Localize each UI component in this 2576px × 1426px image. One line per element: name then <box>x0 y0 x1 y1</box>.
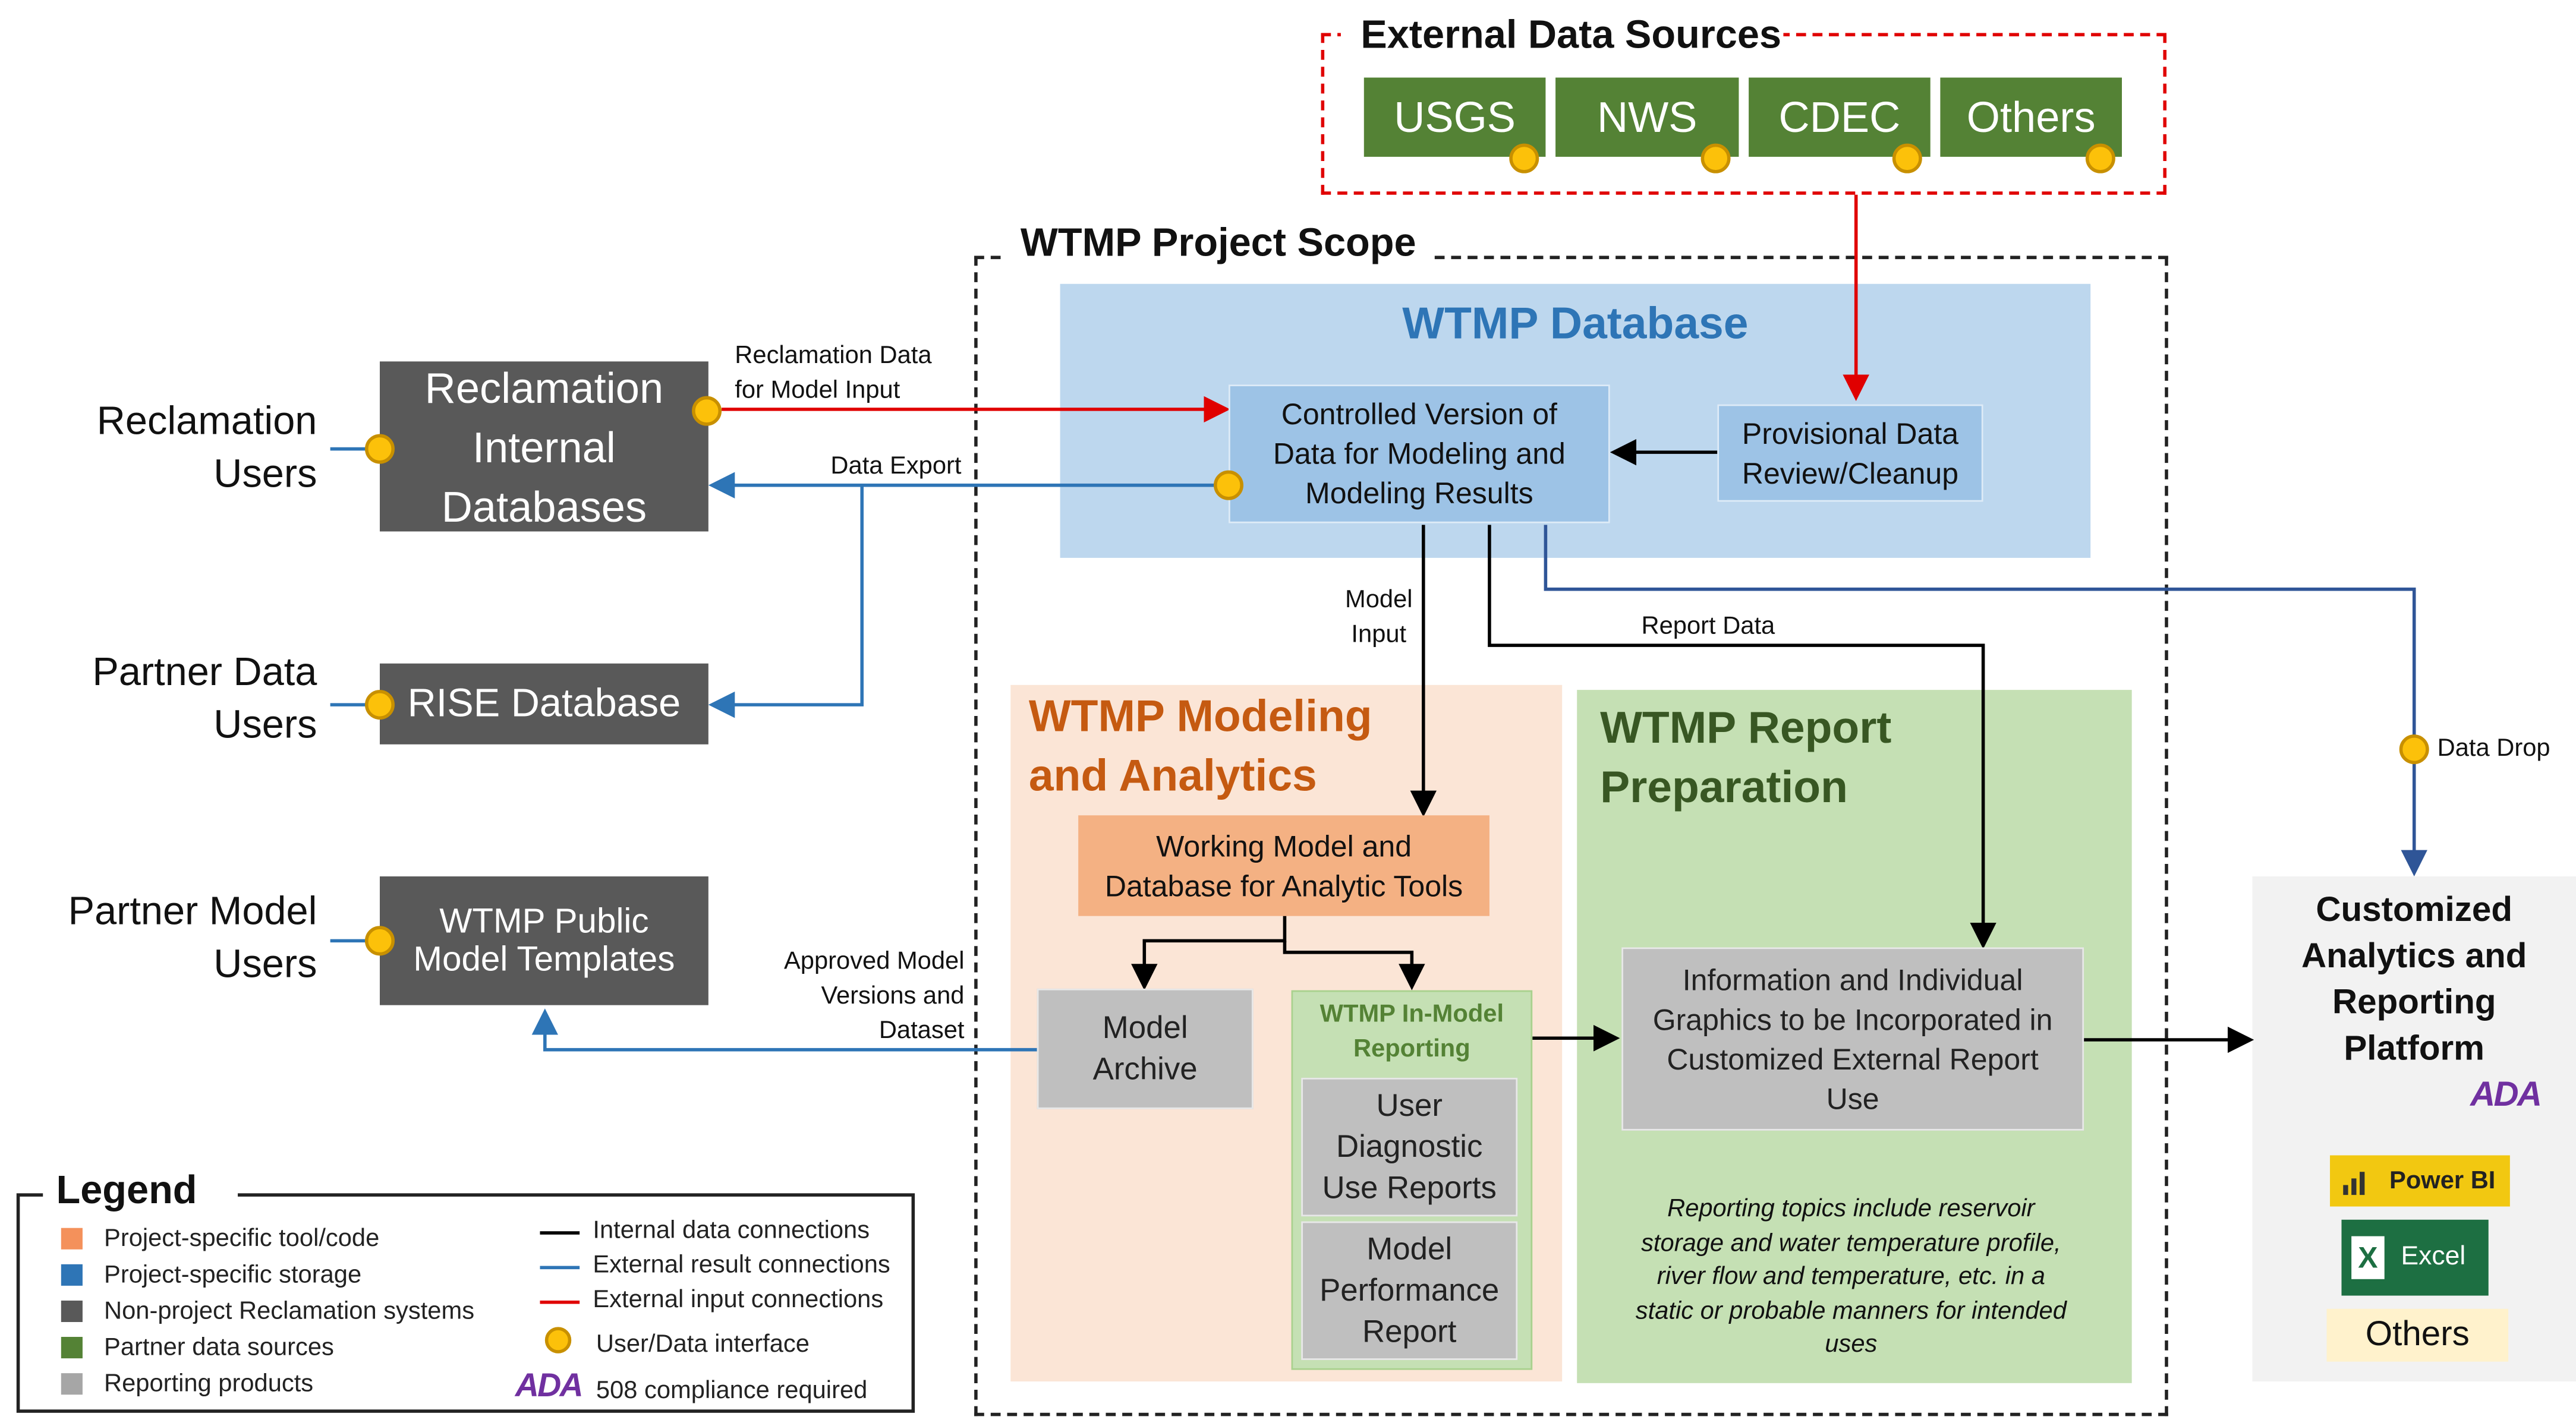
powerbi-icon <box>2343 1168 2373 1194</box>
legend-box <box>16 1193 915 1413</box>
legend-line-internal-label: Internal data connections <box>593 1216 870 1245</box>
others-badge: Others <box>2326 1308 2509 1362</box>
performance-report-box: Model Performance Report <box>1301 1221 1518 1360</box>
excel-icon: X <box>2351 1236 2385 1279</box>
modeling-title: WTMP Modeling and Analytics <box>1028 691 1372 801</box>
report-topics-note: Reporting topics include reservoir stora… <box>1635 1195 2067 1359</box>
model-templates-box: WTMP Public Model Templates <box>379 876 708 1005</box>
reclamation-data-label: Reclamation Data for Model Input <box>735 342 932 405</box>
legend-swatch-nonproject <box>61 1300 83 1323</box>
interface-dot-icon <box>364 926 395 956</box>
data-drop-label: Data Drop <box>2437 734 2550 763</box>
line-report-data <box>1488 525 1996 949</box>
legend-line-internal <box>540 1231 580 1235</box>
legend-swatch-storage <box>61 1264 83 1286</box>
legend-item-tool: Project-specific tool/code <box>104 1225 380 1253</box>
source-usgs: USGS <box>1363 77 1546 157</box>
line-working-to-inmodel <box>1283 941 1425 990</box>
external-sources-title-bg <box>1340 10 1784 60</box>
legend-line-result-label: External result connections <box>593 1251 890 1279</box>
legend-swatch-partner <box>61 1337 83 1359</box>
legend-line-input <box>540 1300 580 1304</box>
interface-dot-icon <box>2399 734 2429 765</box>
legend-swatch-reporting <box>61 1373 83 1395</box>
report-prep-title: WTMP Report Preparation <box>1600 703 1892 812</box>
scope-title: WTMP Project Scope <box>1020 221 1416 266</box>
legend-title: Legend <box>56 1168 197 1213</box>
model-input-label: Model Input <box>1345 586 1413 649</box>
legend-swatch-tool <box>61 1228 83 1250</box>
powerbi-label: Power BI <box>2389 1166 2496 1195</box>
working-model-box: Working Model and Database for Analytic … <box>1078 815 1489 916</box>
reclamation-users-label: Reclamation Users <box>96 399 317 497</box>
legend-item-partner: Partner data sources <box>104 1333 334 1362</box>
platform-title: Customized Analytics and Reporting Platf… <box>2301 891 2527 1068</box>
interface-dot-icon <box>364 690 395 720</box>
controlled-data-box: Controlled Version of Data for Modeling … <box>1228 384 1610 523</box>
line-data-drop <box>1544 525 2427 877</box>
legend-title-bg <box>43 1168 238 1219</box>
excel-label: Excel <box>2401 1242 2466 1271</box>
scope-title-bg <box>1000 217 1434 271</box>
source-others: Others <box>1940 77 2122 157</box>
line-working-to-archive <box>1131 916 1287 990</box>
info-graphics-box: Information and Individual Graphics to b… <box>1621 947 2084 1131</box>
approved-versions-label: Approved Model Versions and Dataset <box>783 947 965 1045</box>
source-cdec: CDEC <box>1749 77 1931 157</box>
source-nws: NWS <box>1555 77 1739 157</box>
legend-item-nonproject: Non-project Reclamation systems <box>104 1297 475 1326</box>
legend-line-result <box>540 1266 580 1270</box>
interface-dot-icon <box>1213 470 1243 500</box>
legend-line-input-label: External input connections <box>593 1285 884 1314</box>
internal-databases-box: Reclamation Internal Databases <box>379 361 708 532</box>
interface-dot-icon <box>1509 143 1539 173</box>
inmodel-reporting-title: WTMP In-Model Reporting <box>1320 1000 1504 1063</box>
legend-ada-logo: ADA <box>515 1368 584 1405</box>
legend-item-storage: Project-specific storage <box>104 1261 362 1289</box>
report-data-label: Report Data <box>1641 612 1775 641</box>
interface-dot-icon <box>2085 143 2115 173</box>
powerbi-badge: Power BI <box>2330 1155 2510 1207</box>
interface-dot-icon <box>364 434 395 464</box>
legend-compliance-label: 508 compliance required <box>596 1376 868 1405</box>
model-archive-box: Model Archive <box>1037 988 1254 1109</box>
provisional-data-box: Provisional Data Review/Cleanup <box>1717 404 1983 502</box>
database-title: WTMP Database <box>1402 298 1749 349</box>
partner-model-users-label: Partner Model Users <box>68 889 317 988</box>
external-sources-title: External Data Sources <box>1361 13 1782 58</box>
partner-data-users-label: Partner Data Users <box>92 650 317 748</box>
excel-badge: X Excel <box>2341 1219 2489 1296</box>
line-archive-to-templates <box>531 1008 1037 1052</box>
legend-interface-label: User/Data interface <box>596 1330 810 1359</box>
interface-dot-icon <box>1892 143 1922 173</box>
legend-item-reporting: Reporting products <box>104 1370 314 1398</box>
interface-dot-icon <box>544 1327 572 1354</box>
line-export-to-rise <box>708 485 864 718</box>
rise-database-box: RISE Database <box>379 663 708 744</box>
data-export-label: Data Export <box>830 452 962 481</box>
project-scope-frame <box>974 255 2168 1416</box>
diagnostic-reports-box: User Diagnostic Use Reports <box>1301 1077 1518 1217</box>
interface-dot-icon <box>692 396 722 426</box>
platform-region <box>2252 876 2576 1382</box>
ada-logo: ADA <box>2470 1076 2542 1115</box>
interface-dot-icon <box>1700 143 1731 173</box>
